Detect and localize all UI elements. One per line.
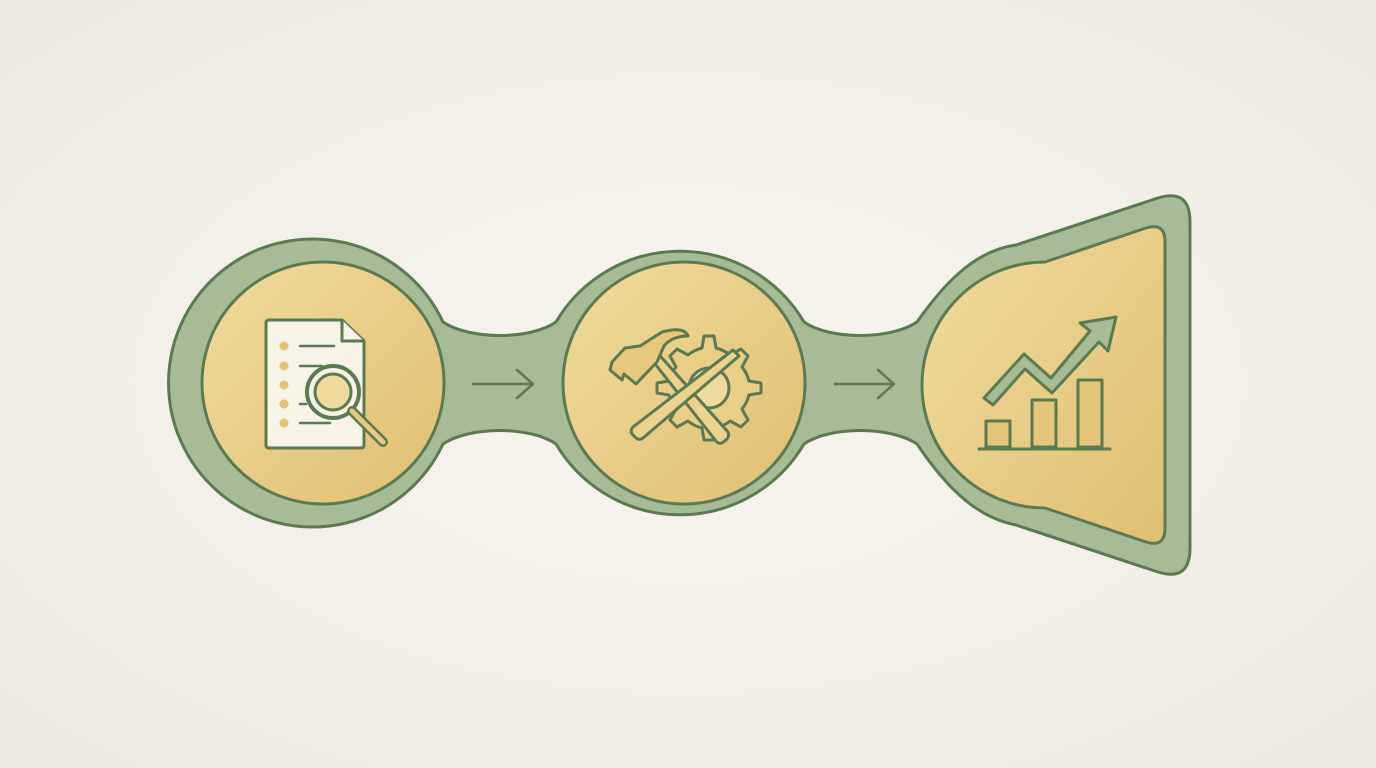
- hammer-icon: [608, 328, 741, 445]
- document-magnifier-icon: [264, 318, 388, 450]
- growth-chart-icon: [977, 315, 1118, 451]
- chart-bar: [984, 419, 1012, 449]
- trend-arrow-icon: [982, 315, 1118, 407]
- hammer-gear-icon: [608, 328, 763, 445]
- chart-bar: [1030, 398, 1058, 449]
- arrow-right-icon: [471, 368, 535, 400]
- chart-bar: [1076, 378, 1104, 449]
- arrow-right-icon: [833, 368, 896, 400]
